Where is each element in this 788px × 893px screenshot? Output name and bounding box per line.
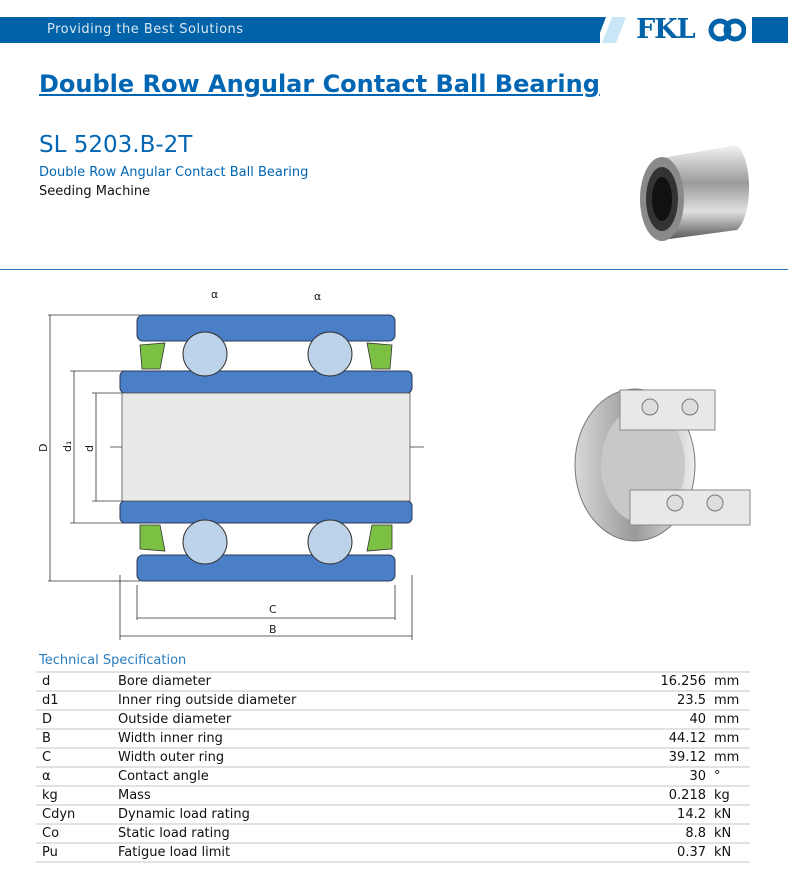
logo-stripes	[592, 17, 788, 43]
spec-value: 23.5	[506, 690, 706, 710]
logo-mark-icon	[708, 18, 746, 42]
spec-symbol: α	[36, 766, 112, 786]
label-d: d	[83, 445, 96, 452]
spec-unit: kg	[706, 785, 750, 805]
spec-desc: Inner ring outside diameter	[112, 690, 506, 710]
spec-desc: Width inner ring	[112, 728, 506, 748]
spec-unit: kN	[706, 842, 750, 863]
spec-desc: Width outer ring	[112, 747, 506, 767]
spec-symbol: d	[36, 671, 112, 691]
spec-unit: kN	[706, 804, 750, 824]
label-B: B	[269, 623, 277, 636]
spec-value: 30	[506, 766, 706, 786]
spec-symbol: Cdyn	[36, 804, 112, 824]
spec-desc: Mass	[112, 785, 506, 805]
tagline: Providing the Best Solutions	[47, 22, 244, 37]
spec-value: 8.8	[506, 823, 706, 843]
spec-desc: Bore diameter	[112, 671, 506, 691]
spec-symbol: kg	[36, 785, 112, 805]
product-application: Seeding Machine	[39, 184, 151, 199]
fkl-logo: FKL	[636, 14, 696, 45]
spec-desc: Contact angle	[112, 766, 506, 786]
spec-heading: Technical Specification	[39, 653, 187, 668]
spec-value: 14.2	[506, 804, 706, 824]
spec-symbol: C	[36, 747, 112, 767]
label-alpha-left: α	[211, 288, 218, 301]
spec-desc: Static load rating	[112, 823, 506, 843]
spec-symbol: d1	[36, 690, 112, 710]
spec-symbol: Pu	[36, 842, 112, 863]
spec-value: 0.37	[506, 842, 706, 863]
label-alpha-right: α	[314, 290, 321, 303]
spec-unit: °	[706, 766, 750, 786]
cutaway-illustration	[574, 388, 751, 542]
spec-value: 44.12	[506, 728, 706, 748]
spec-desc: Dynamic load rating	[112, 804, 506, 824]
spec-unit: mm	[706, 690, 750, 710]
label-D: D	[37, 444, 50, 452]
technical-drawing: D d₁ d C B α α	[37, 288, 425, 640]
spec-symbol: D	[36, 709, 112, 729]
spec-value: 39.12	[506, 747, 706, 767]
spec-unit: mm	[706, 671, 750, 691]
spec-symbol: B	[36, 728, 112, 748]
header-bar	[0, 17, 600, 43]
section-divider	[0, 269, 788, 270]
product-code: SL 5203.B-2T	[39, 132, 193, 158]
spec-value: 40	[506, 709, 706, 729]
spec-unit: mm	[706, 709, 750, 729]
spec-desc: Fatigue load limit	[112, 842, 506, 863]
spec-symbol: Co	[36, 823, 112, 843]
spec-unit: mm	[706, 728, 750, 748]
spec-value: 16.256	[506, 671, 706, 691]
label-d1: d₁	[61, 441, 74, 452]
page-title: Double Row Angular Contact Ball Bearing	[39, 70, 600, 98]
spec-value: 0.218	[506, 785, 706, 805]
spec-desc: Outside diameter	[112, 709, 506, 729]
spec-unit: kN	[706, 823, 750, 843]
product-type: Double Row Angular Contact Ball Bearing	[39, 165, 309, 180]
spec-unit: mm	[706, 747, 750, 767]
product-photo	[640, 145, 750, 241]
label-C: C	[269, 603, 277, 616]
